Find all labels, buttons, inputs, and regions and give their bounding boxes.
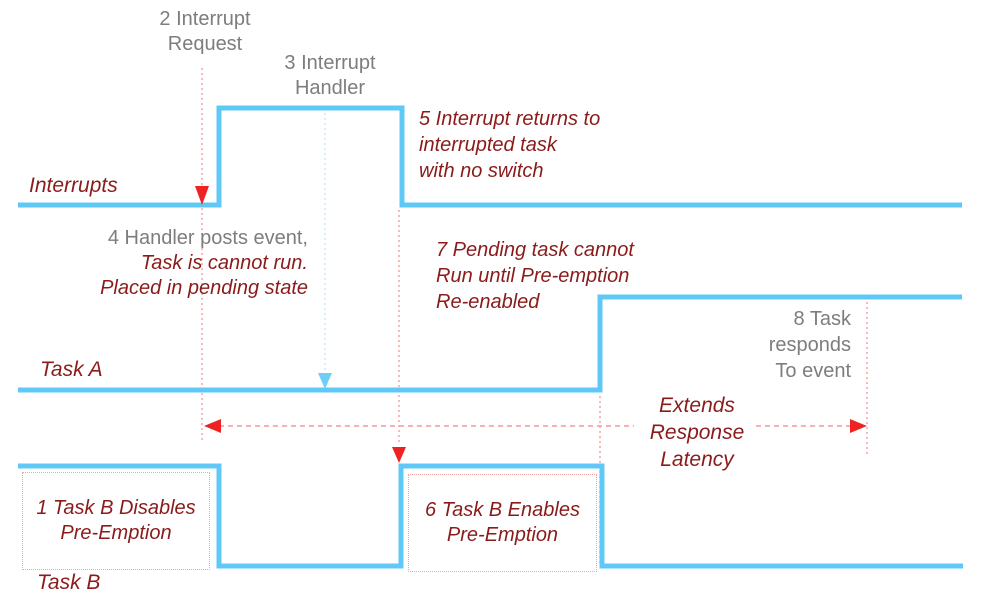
lane-label-task-b: Task B [37, 571, 101, 594]
annotation-line: 6 Task B Enables [425, 499, 580, 521]
interrupts-waveform [18, 105, 962, 208]
annotation-line: 8 Task [793, 308, 851, 330]
annotation-step4: 4 Handler posts event, Task is cannot ru… [27, 226, 308, 301]
annotation-line: 2 Interrupt [159, 8, 251, 30]
annotation-step1: 1 Task B Disables Pre-Emption [36, 496, 195, 546]
interrupt-request-arrow-icon [195, 186, 209, 205]
annotation-line: Handler [294, 77, 366, 99]
latency-right-arrowhead-icon [850, 419, 867, 433]
annotation-line: responds [768, 334, 851, 356]
task-a-waveform [18, 294, 962, 393]
annotation-line: Latency [660, 448, 734, 471]
annotation-line: 7 Pending task cannot [436, 239, 634, 261]
annotation-step7: 7 Pending task cannot Run until Pre-empt… [436, 237, 686, 315]
annotation-step6: 6 Task B Enables Pre-Emption [425, 498, 580, 548]
annotation-line: with no switch [419, 160, 544, 182]
annotation-line: Request [167, 33, 243, 55]
post-event-arrow-icon [318, 373, 332, 389]
annotation-step8: 8 Task responds To event [700, 306, 851, 384]
preemption-enable-arrow-icon [392, 447, 406, 463]
latency-left-arrowhead-icon [204, 419, 221, 433]
annotation-step2: 2 Interrupt Request [110, 7, 300, 57]
annotation-step1-box: 1 Task B Disables Pre-Emption [22, 472, 210, 570]
annotation-line: 5 Interrupt returns to [419, 108, 601, 130]
annotation-line: Extends [659, 394, 735, 417]
annotation-line: Pre-Emption [60, 522, 172, 544]
annotation-line: To event [775, 360, 851, 382]
annotation-line: Pre-Emption [446, 524, 559, 546]
lane-label-interrupts: Interrupts [29, 174, 118, 197]
annotation-step3: 3 Interrupt Handler [235, 51, 425, 101]
annotation-line: 3 Interrupt [284, 52, 376, 74]
annotation-line: 1 Task B Disables [36, 497, 196, 519]
annotation-line: Re-enabled [436, 291, 540, 313]
annotation-latency: Extends Response Latency [597, 392, 797, 473]
lane-label-task-a: Task A [40, 358, 103, 381]
annotation-line: Run until Pre-emption [436, 265, 630, 287]
annotation-line: Response [649, 421, 745, 444]
annotation-step6-box: 6 Task B Enables Pre-Emption [408, 474, 597, 572]
annotation-line: 4 Handler posts event, [107, 227, 308, 249]
annotation-line: Placed in pending state [100, 277, 308, 299]
annotation-step5: 5 Interrupt returns to interrupted task … [419, 106, 659, 184]
annotation-line: interrupted task [419, 134, 557, 156]
annotation-line: Task is cannot run. [140, 252, 308, 274]
task-b-waveform [18, 463, 963, 569]
